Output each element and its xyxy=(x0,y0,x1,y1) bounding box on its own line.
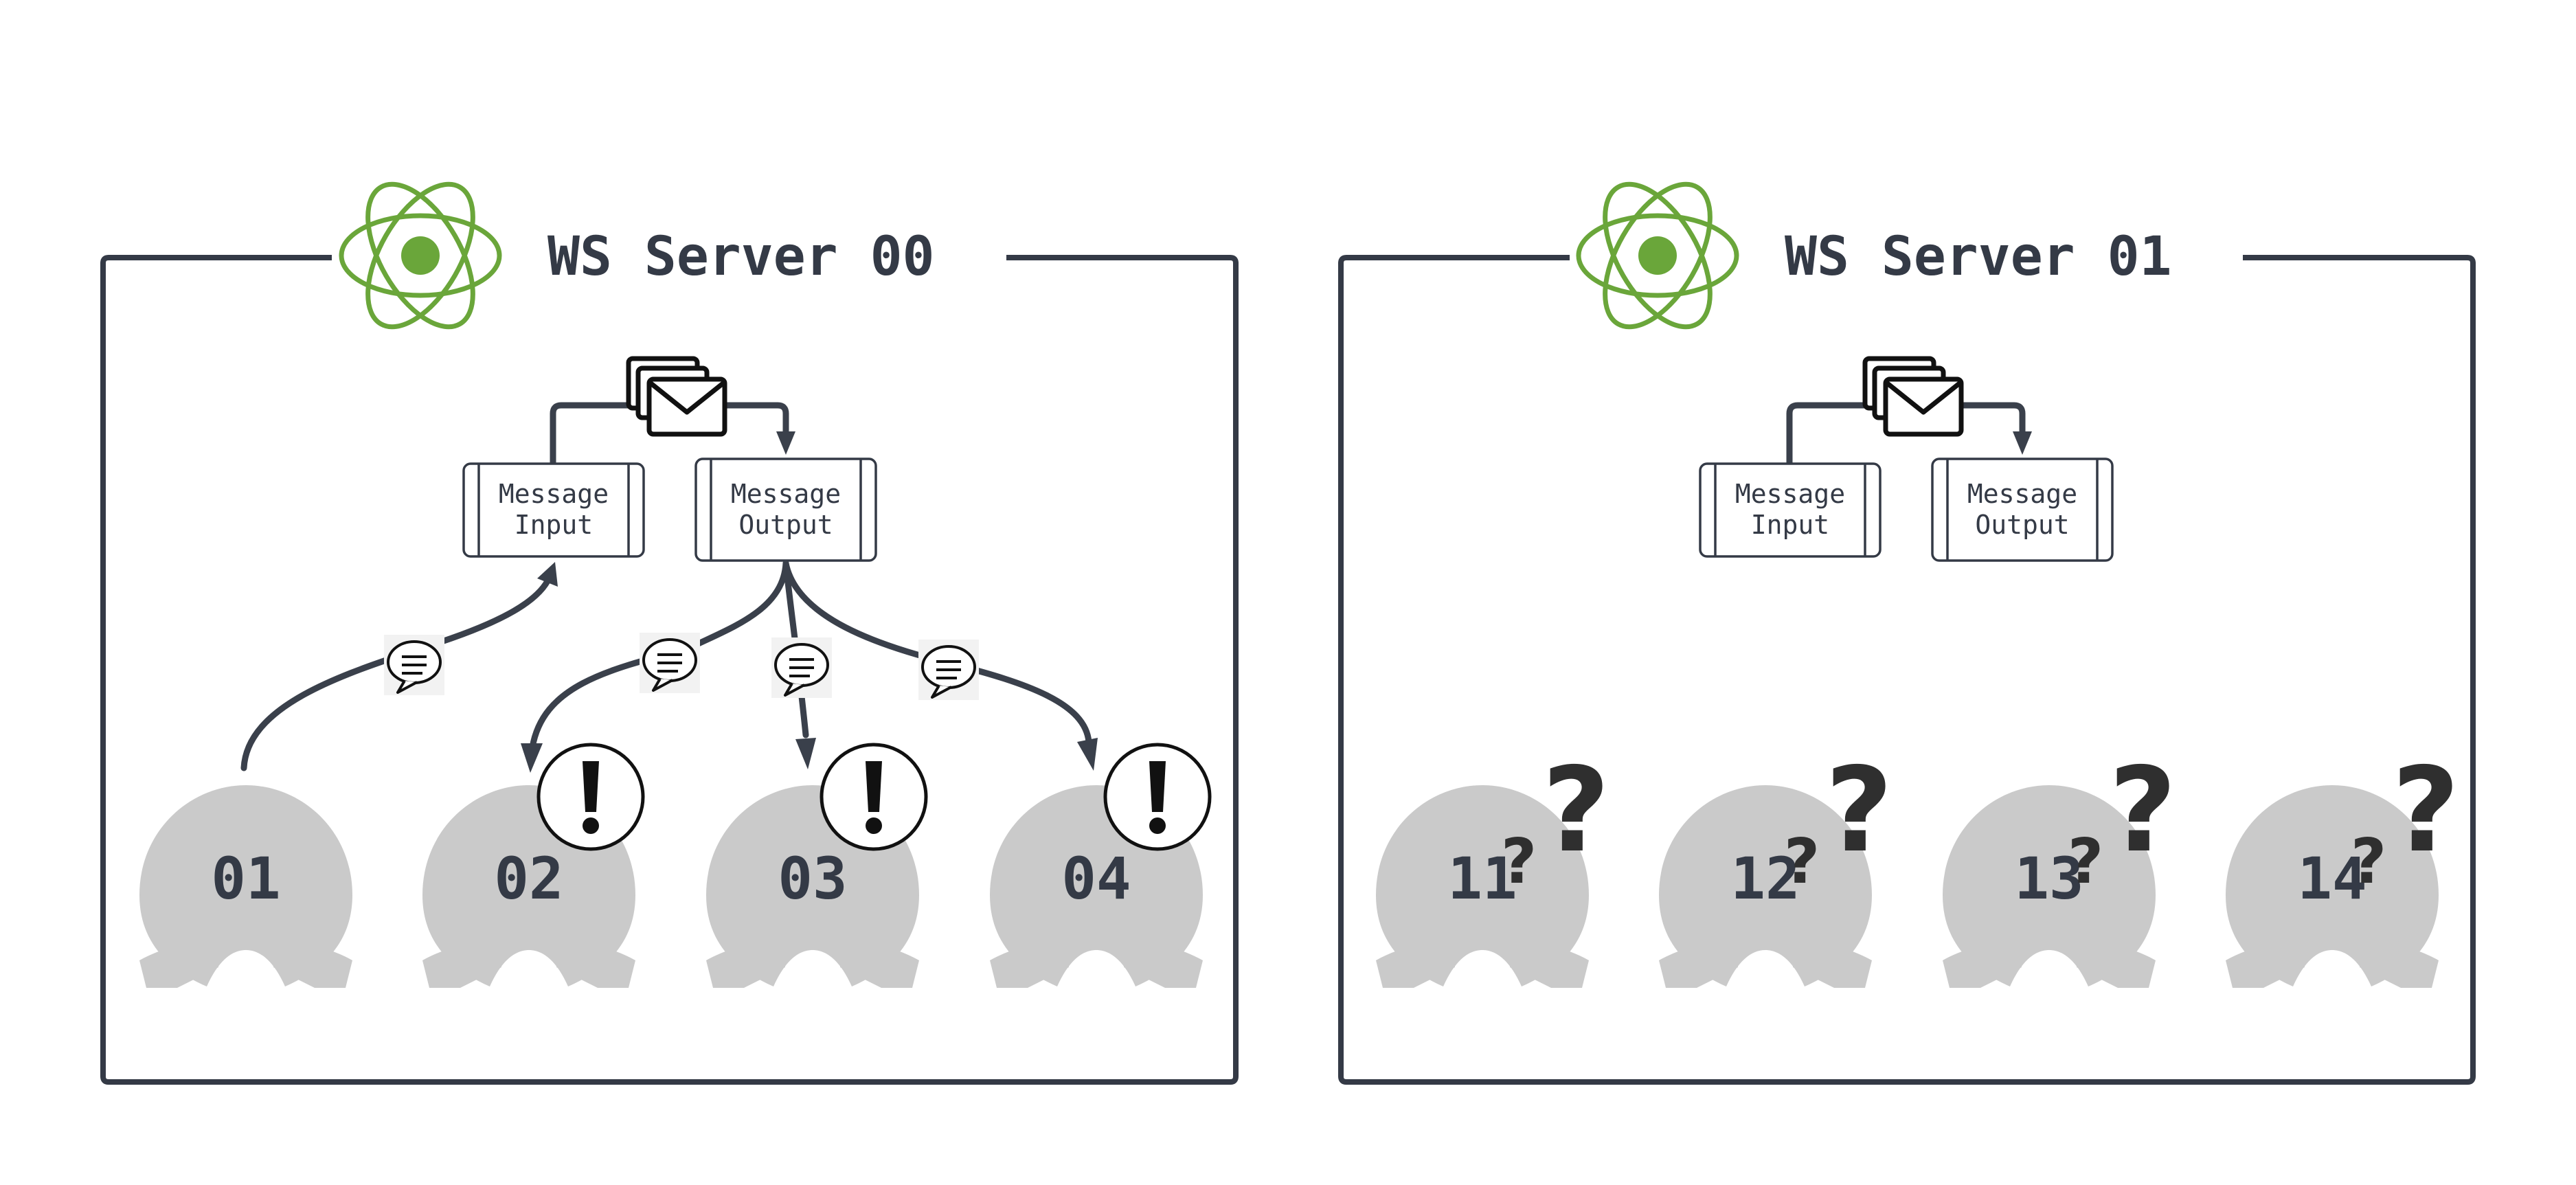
client-number: 03 xyxy=(778,845,847,912)
client-04: 04 xyxy=(990,745,1210,988)
client-03: 03 xyxy=(706,745,926,988)
client-02: 02 xyxy=(422,745,643,988)
message-input-label-line2: Input xyxy=(515,510,593,540)
server-frame xyxy=(100,255,1239,1085)
envelopes-icon xyxy=(629,359,725,434)
speech-bubble-icon xyxy=(638,631,701,695)
client-number: 02 xyxy=(494,845,563,912)
atom-icon xyxy=(1579,167,1737,343)
queue-to-output-line xyxy=(704,402,789,438)
server-frame xyxy=(1338,255,2476,1085)
client-number: 01 xyxy=(211,845,280,912)
message-output-label-line2: Output xyxy=(1975,510,2069,540)
client-number: 04 xyxy=(1061,845,1131,912)
message-output-box: Message Output xyxy=(1931,458,2114,562)
message-output-label-line1: Message xyxy=(731,479,841,509)
envelopes-icon xyxy=(1865,359,1961,434)
queue-to-output-line xyxy=(1941,402,2026,438)
server-panel-01: WS Server 01 Message Input Message Outpu… xyxy=(1338,167,2476,1085)
server-title: WS Server 00 xyxy=(547,226,935,288)
client-13: 13 xyxy=(1943,743,2177,988)
exclamation-icon xyxy=(822,745,926,849)
message-output-label-line1: Message xyxy=(1967,479,2077,509)
server-panel-00: WS Server 00 Message Input Message Outpu… xyxy=(100,167,1239,1085)
client-14: 14 xyxy=(2226,743,2460,988)
message-input-label-line2: Input xyxy=(1751,510,1829,540)
message-input-box: Message Input xyxy=(1699,462,1882,558)
atom-icon xyxy=(341,167,499,343)
speech-bubble-icon xyxy=(383,633,446,697)
input-to-queue-line xyxy=(550,402,635,466)
input-to-queue-line xyxy=(1786,402,1872,466)
server-title: WS Server 01 xyxy=(1785,226,2172,288)
exclamation-icon xyxy=(1105,745,1210,849)
message-input-label-line1: Message xyxy=(1735,479,1845,509)
message-output-label-line2: Output xyxy=(738,510,833,540)
speech-bubble-icon xyxy=(917,638,980,701)
message-input-box: Message Input xyxy=(462,462,645,558)
output-to-client03-flow xyxy=(782,560,809,738)
message-output-box: Message Output xyxy=(694,458,877,562)
message-input-label-line1: Message xyxy=(499,479,609,509)
client-11: 11 xyxy=(1376,743,1610,988)
exclamation-icon xyxy=(539,745,643,849)
speech-bubble-icon xyxy=(770,636,833,699)
client-12: 12 xyxy=(1659,743,1893,988)
client-01: 01 xyxy=(139,785,352,988)
